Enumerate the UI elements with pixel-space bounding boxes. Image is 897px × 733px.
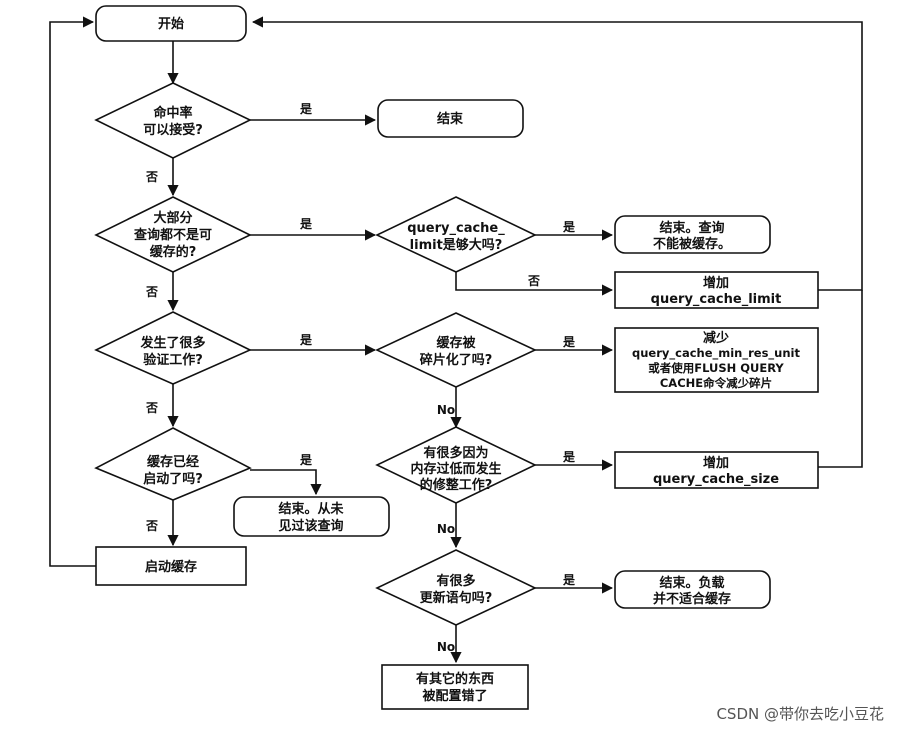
text-low-memory-2: 内存过低而发生 <box>410 461 501 477</box>
text-start: 开始 <box>158 16 184 32</box>
node-fragmented <box>375 312 537 388</box>
text-enabled-1: 缓存已经 <box>147 454 199 470</box>
node-most-uncacheable <box>94 196 252 273</box>
label-hitrate-no: 否 <box>145 170 158 184</box>
node-end-1 <box>377 99 524 138</box>
label-enabled-yes: 是 <box>299 453 313 467</box>
text-updates-2: 更新语句吗? <box>420 590 493 606</box>
text-low-memory-1: 有很多因为 <box>423 445 488 461</box>
label-uncacheable-yes: 是 <box>299 217 313 231</box>
label-lowmem-yes: 是 <box>562 450 576 464</box>
text-hit-rate-2: 可以接受? <box>143 122 203 138</box>
node-enable-cache <box>95 546 247 586</box>
edge-enabled-yes <box>250 469 322 496</box>
text-fragmented-1: 缓存被 <box>436 335 476 351</box>
text-limit-large-1: query_cache_ <box>407 221 505 236</box>
node-end-workload <box>614 570 771 609</box>
node-end-no-cache <box>614 215 771 254</box>
text-inc-size-1: 增加 <box>703 455 729 471</box>
text-misconfigured-1: 有其它的东西 <box>416 671 494 687</box>
text-never-seen-1: 结束。从未 <box>278 501 344 517</box>
label-uncacheable-no: 否 <box>145 285 158 299</box>
node-reduce-min-res <box>614 327 819 393</box>
text-enable-cache: 启动缓存 <box>145 559 197 575</box>
node-many-invalidation <box>94 311 252 385</box>
node-cache-enabled <box>94 427 252 501</box>
text-uncacheable-1: 大部分 <box>153 210 192 226</box>
label-fragmented-no: No <box>437 403 455 417</box>
edge-inc-limit-to-start <box>251 16 863 291</box>
text-end-no-cache-1: 结束。查询 <box>659 220 724 236</box>
node-limit-large <box>375 196 537 273</box>
label-invalidation-no: 否 <box>145 401 158 415</box>
text-invalidation-2: 验证工作? <box>143 352 203 368</box>
text-workload-1: 结束。负载 <box>659 575 724 591</box>
watermark: CSDN @带你去吃小豆花 <box>716 705 884 723</box>
text-fragmented-2: 碎片化了吗? <box>420 352 493 368</box>
label-limit-yes: 是 <box>562 220 576 234</box>
text-enabled-2: 启动了吗? <box>143 471 203 487</box>
text-low-memory-3: 的修整工作? <box>420 477 493 493</box>
node-many-updates <box>375 549 537 626</box>
text-invalidation-1: 发生了很多 <box>139 335 205 351</box>
node-inc-size <box>614 451 819 489</box>
text-never-seen-2: 见过该查询 <box>278 518 343 534</box>
text-updates-1: 有很多 <box>436 573 475 589</box>
label-lowmem-no: No <box>437 522 455 536</box>
text-inc-size-2: query_cache_size <box>653 472 779 487</box>
node-start <box>95 5 247 42</box>
node-misconfigured <box>381 664 529 710</box>
text-reduce-1: 减少 <box>703 330 729 346</box>
text-reduce-2: query_cache_min_res_unit <box>632 346 801 361</box>
text-workload-2: 并不适合缓存 <box>653 591 731 607</box>
edge-limit-no <box>455 272 614 296</box>
text-reduce-3: 或者使用FLUSH QUERY <box>648 361 784 375</box>
text-inc-limit-1: 增加 <box>703 275 729 291</box>
text-uncacheable-3: 缓存的? <box>150 244 197 260</box>
label-hitrate-yes: 是 <box>299 102 313 116</box>
node-hit-rate <box>94 82 252 159</box>
label-updates-yes: 是 <box>562 573 576 587</box>
text-end-no-cache-2: 不能被缓存。 <box>653 236 731 252</box>
edge-enable-to-start <box>49 16 96 567</box>
label-invalidation-yes: 是 <box>299 333 313 347</box>
node-low-memory <box>375 426 537 504</box>
node-end-never-seen <box>233 496 390 537</box>
label-enabled-no: 否 <box>145 519 158 533</box>
text-inc-limit-2: query_cache_limit <box>651 292 782 307</box>
label-limit-no: 否 <box>527 274 540 288</box>
text-hit-rate-1: 命中率 <box>152 105 192 121</box>
text-uncacheable-2: 查询都不是可 <box>133 227 212 243</box>
label-fragmented-yes: 是 <box>562 335 576 349</box>
edge-inc-size-to-loop <box>818 290 863 468</box>
text-end-1: 结束 <box>437 111 464 127</box>
node-inc-limit <box>614 271 819 309</box>
text-limit-large-2: limit是够大吗? <box>410 237 503 253</box>
label-updates-no: No <box>437 640 455 654</box>
text-reduce-4: CACHE命令减少碎片 <box>660 376 772 390</box>
text-misconfigured-2: 被配置错了 <box>421 688 487 704</box>
